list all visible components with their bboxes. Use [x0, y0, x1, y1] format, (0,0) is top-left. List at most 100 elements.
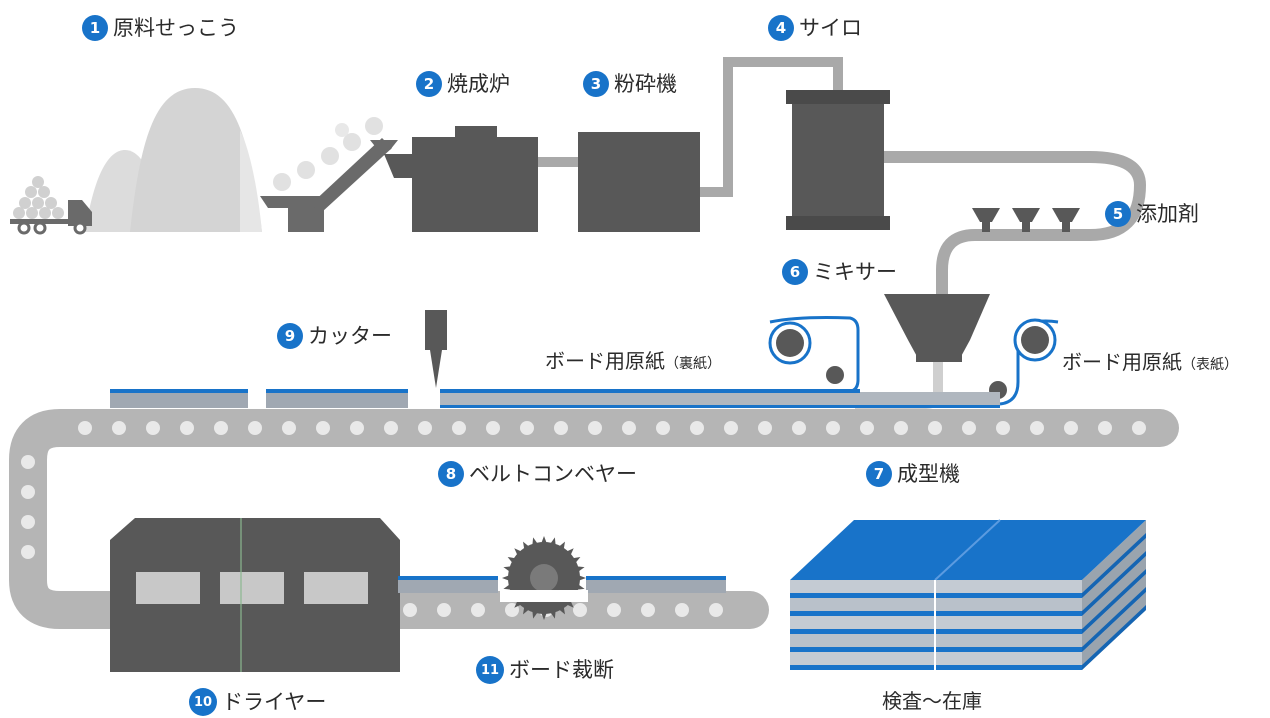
- feeder-conveyor: [260, 117, 398, 232]
- raw-gypsum-pile: [85, 88, 262, 232]
- belt-roller: [146, 421, 160, 435]
- mixer: [884, 294, 990, 362]
- step-number-badge: 3: [583, 71, 609, 97]
- belt-roller: [437, 603, 451, 617]
- belt-roller: [248, 421, 262, 435]
- step-7-label: 7 成型機: [866, 461, 960, 487]
- step-number-badge: 2: [416, 71, 442, 97]
- step-text: ボード裁断: [509, 657, 614, 682]
- step-number-badge: 4: [768, 15, 794, 41]
- saw-tooth: [514, 548, 523, 557]
- step-number-badge: 5: [1105, 201, 1131, 227]
- step-3-label: 3 粉砕機: [583, 71, 677, 97]
- step-4-label: 4 サイロ: [768, 15, 862, 41]
- board-layer-end-edge: [1082, 605, 1146, 670]
- paper-back-sub: （裏紙）: [665, 356, 721, 372]
- pipe-mill-to-silo: [700, 57, 843, 197]
- step-number-badge: 6: [782, 259, 808, 285]
- belt-roller: [588, 421, 602, 435]
- pipe-kiln-to-mill: [538, 157, 580, 167]
- finished-board-stack: [790, 519, 1146, 670]
- silo: [786, 90, 890, 230]
- step-5-label: 5 添加剤: [1105, 201, 1199, 227]
- belt-roller: [112, 421, 126, 435]
- belt-roller: [452, 421, 466, 435]
- step-text: ドライヤー: [222, 689, 327, 714]
- truck-icon: [10, 176, 92, 235]
- board-layer-end-edge: [1082, 551, 1146, 616]
- belt-roller: [418, 421, 432, 435]
- step-number-badge: 11: [476, 656, 504, 684]
- cutter-blade: [425, 310, 447, 388]
- step-1-label: 1 原料せっこう: [82, 15, 239, 41]
- belt-roller: [21, 485, 35, 499]
- step-text: 添加剤: [1136, 201, 1199, 226]
- belt-roller: [1098, 421, 1112, 435]
- belt-roller: [21, 515, 35, 529]
- step-text: ベルトコンベヤー: [469, 461, 637, 486]
- belt-roller: [403, 603, 417, 617]
- step-6-label: 6 ミキサー: [782, 259, 897, 285]
- paper-roll-front: [989, 318, 1059, 406]
- belt-roller: [826, 421, 840, 435]
- crusher-mill: [578, 132, 700, 232]
- belt-roller: [1132, 421, 1146, 435]
- step-text: 成型機: [897, 461, 960, 486]
- calcining-kiln: [384, 126, 538, 232]
- paper-front-label: ボード用原紙（表紙）: [1062, 352, 1238, 372]
- board-seam: [934, 519, 1001, 581]
- belt-roller: [860, 421, 874, 435]
- paper-front-sub: （表紙）: [1182, 357, 1238, 373]
- step-8-label: 8 ベルトコンベヤー: [438, 461, 637, 487]
- step-11-label: 11 ボード裁断: [476, 656, 614, 684]
- belt-roller: [573, 603, 587, 617]
- belt-roller: [962, 421, 976, 435]
- belt-roller: [758, 421, 772, 435]
- belt-roller: [607, 603, 621, 617]
- paper-roll-back: [768, 316, 860, 394]
- dryer: [110, 518, 400, 672]
- belt-roller: [1064, 421, 1078, 435]
- belt-roller: [656, 421, 670, 435]
- boards-on-belt: [110, 389, 1000, 408]
- belt-roller: [486, 421, 500, 435]
- belt-roller: [21, 545, 35, 559]
- step-9-label: 9 カッター: [277, 323, 392, 349]
- belt-roller: [384, 421, 398, 435]
- board-layer-end-edge: [1082, 533, 1146, 598]
- dried-boards: [398, 576, 726, 593]
- board-layer-end-edge: [1082, 587, 1146, 652]
- belt-roller: [282, 421, 296, 435]
- belt-rollers: [21, 421, 1146, 617]
- paper-back-main: ボード用原紙: [545, 349, 665, 373]
- step-2-label: 2 焼成炉: [416, 71, 510, 97]
- belt-roller: [316, 421, 330, 435]
- step-number-badge: 7: [866, 461, 892, 487]
- step-text: 焼成炉: [447, 71, 510, 96]
- step-text: 粉砕機: [614, 71, 677, 96]
- belt-roller: [724, 421, 738, 435]
- step-text: ミキサー: [813, 259, 897, 284]
- board-layer-end-edge: [1082, 569, 1146, 634]
- step-text: サイロ: [799, 15, 862, 40]
- paper-front-main: ボード用原紙: [1062, 350, 1182, 374]
- board-cutting-saw: [500, 536, 588, 620]
- inspection-storage-label: 検査〜在庫: [882, 689, 982, 713]
- belt-roller: [471, 603, 485, 617]
- additive-hoppers: [972, 208, 1080, 232]
- step-10-label: 10 ドライヤー: [189, 688, 326, 716]
- saw-tooth: [565, 599, 574, 608]
- saw-tooth: [565, 548, 574, 557]
- belt-roller: [641, 603, 655, 617]
- step-number-badge: 9: [277, 323, 303, 349]
- belt-roller: [622, 421, 636, 435]
- belt-roller: [996, 421, 1010, 435]
- belt-roller: [214, 421, 228, 435]
- belt-roller: [675, 603, 689, 617]
- paper-back-label: ボード用原紙（裏紙）: [545, 351, 721, 371]
- step-number-badge: 8: [438, 461, 464, 487]
- belt-roller: [894, 421, 908, 435]
- belt-roller: [554, 421, 568, 435]
- belt-roller: [78, 421, 92, 435]
